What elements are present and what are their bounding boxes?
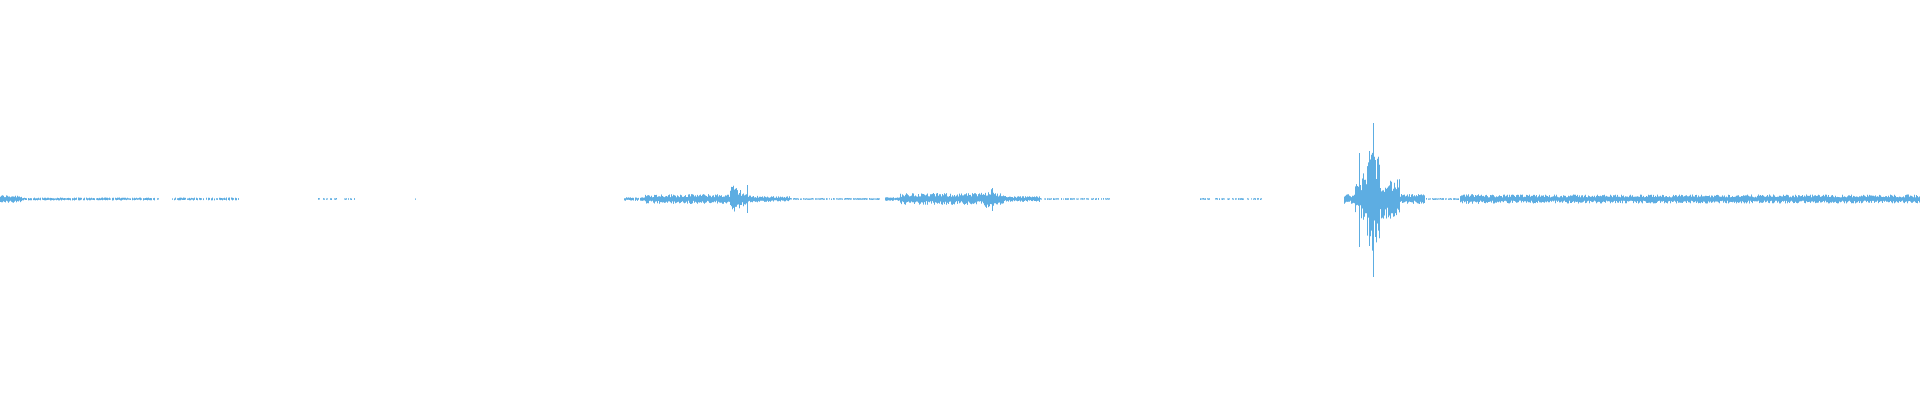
waveform-path xyxy=(0,123,1920,277)
